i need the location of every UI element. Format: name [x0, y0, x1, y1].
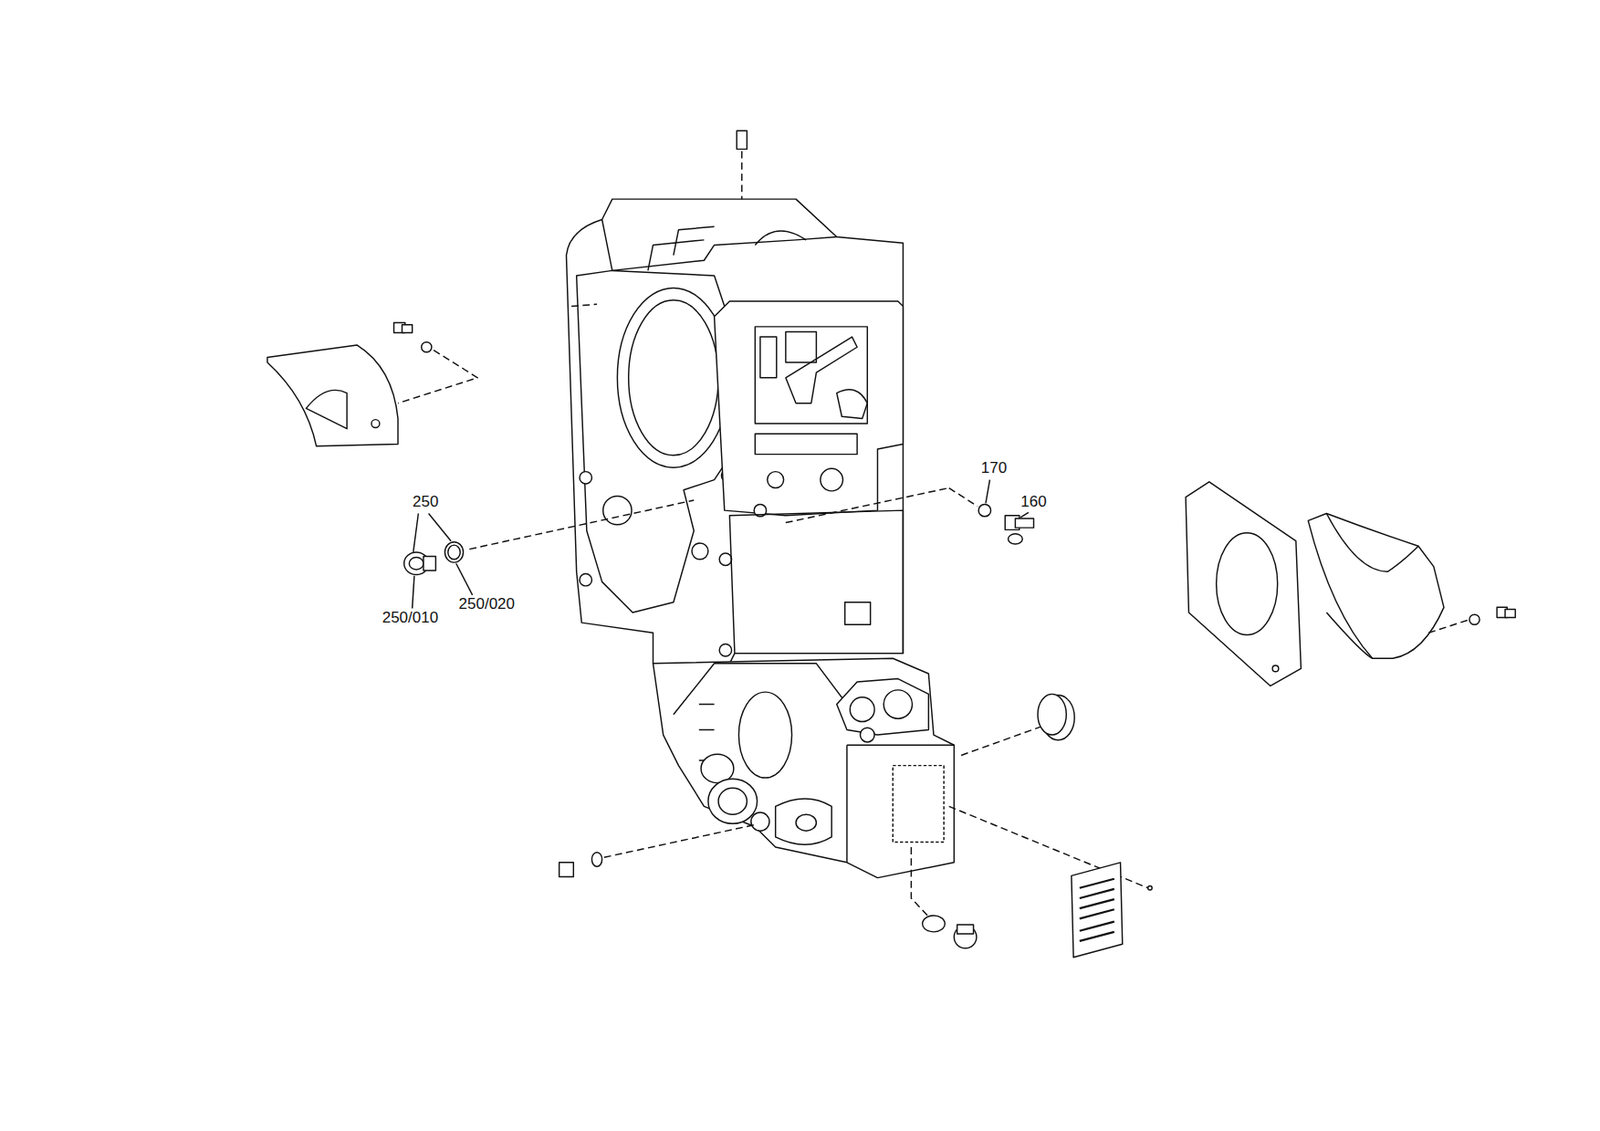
- callout-number: 250/020: [458, 596, 516, 614]
- callout-number: 250: [411, 493, 440, 512]
- callout-number: 250/010: [381, 609, 440, 628]
- callout-number: 160: [1019, 493, 1047, 512]
- callout-number: 170: [980, 460, 1008, 478]
